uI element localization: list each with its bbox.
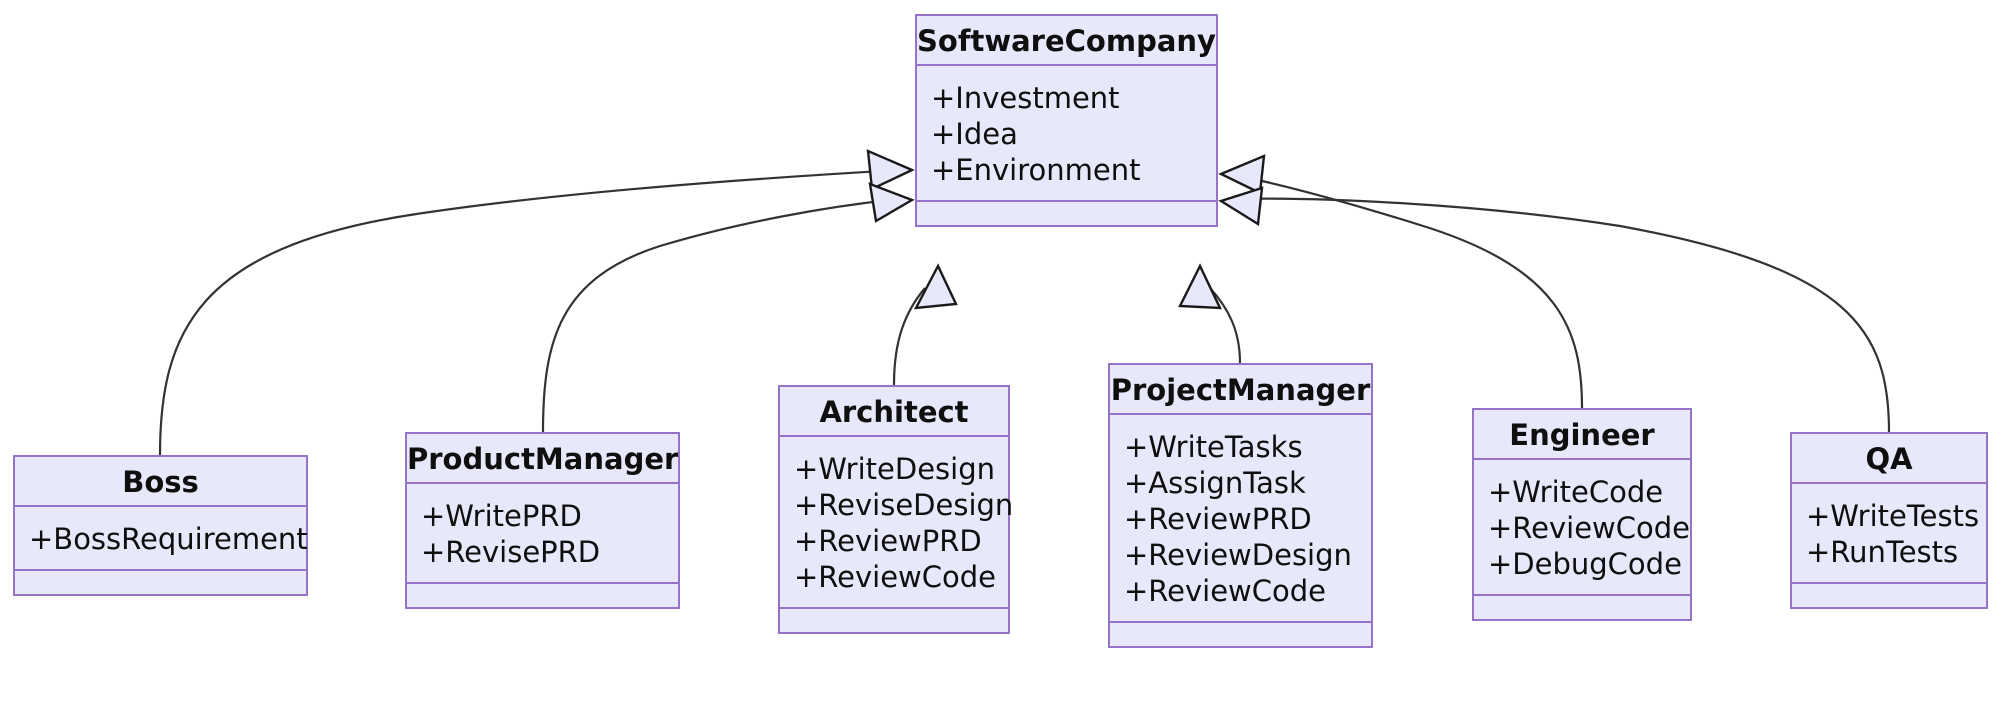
class-attribute: +Idea [931,117,1018,151]
class-title-architect: Architect [780,387,1008,437]
class-methods-boss [15,571,306,594]
class-title-projectmanager: ProjectManager [1110,365,1371,415]
class-attribute: +BossRequirement [29,522,308,556]
class-attribute: +WriteDesign [794,452,995,486]
class-attribute: +ReviewCode [794,560,997,594]
class-attributes-qa: +WriteTests+RunTests [1792,484,1986,584]
class-title-productmanager: ProductManager [407,434,678,484]
uml-class-boss[interactable]: Boss +BossRequirement [13,455,308,596]
class-attribute: +DebugCode [1488,547,1682,581]
class-attribute: +ReviewDesign [1124,538,1352,572]
class-methods-qa [1792,584,1986,607]
class-methods-softwarecompany [917,202,1216,225]
arrowhead-qa [1218,186,1264,227]
class-title-qa: QA [1792,434,1986,484]
class-attribute: +ReviewCode [1488,511,1691,545]
class-title-boss: Boss [15,457,306,507]
class-attributes-projectmanager: +WriteTasks+AssignTask+ReviewPRD+ReviewD… [1110,415,1371,623]
class-attribute: +ReviewPRD [1124,502,1312,536]
class-methods-productmanager [407,584,678,607]
class-attribute: +ReviewPRD [794,524,982,558]
class-attribute: +AssignTask [1124,466,1306,500]
class-attribute: +RunTests [1806,535,1959,569]
class-title-softwarecompany: SoftwareCompany [917,16,1216,66]
class-attributes-engineer: +WriteCode+ReviewCode+DebugCode [1474,460,1690,596]
class-attributes-architect: +WriteDesign+ReviseDesign+ReviewPRD+Revi… [780,437,1014,609]
class-attribute: +WriteTasks [1124,430,1303,464]
class-attribute: +WriteTests [1806,499,1980,533]
class-methods-projectmanager [1110,623,1371,646]
class-attribute: +WritePRD [421,499,582,533]
class-methods-engineer [1474,596,1690,619]
uml-class-productmanager[interactable]: ProductManager+WritePRD+RevisePRD [405,432,680,609]
class-attributes-productmanager: +WritePRD+RevisePRD [407,484,678,584]
uml-class-projectmanager[interactable]: ProjectManager+WriteTasks+AssignTask+Rev… [1108,363,1373,648]
arrowhead-boss [866,149,915,191]
arrowhead-engineer [1218,154,1266,195]
class-attribute: +ReviewCode [1124,574,1327,608]
class-attributes-boss: +BossRequirement [15,507,308,571]
edge-architect-to-softwarecompany [892,287,926,386]
class-attribute: +RevisePRD [421,535,601,569]
uml-class-architect[interactable]: Architect+WriteDesign+ReviseDesign+Revie… [778,385,1014,634]
uml-class-softwarecompany[interactable]: SoftwareCompany+Investment+Idea+Environm… [915,14,1218,227]
class-attributes-softwarecompany: +Investment+Idea+Environment [917,66,1216,202]
arrowhead-projectmanager [1178,263,1222,310]
uml-class-engineer[interactable]: Engineer+WriteCode+ReviewCode+DebugCode [1472,408,1692,621]
class-attribute: +Investment [931,81,1120,115]
class-attribute: +WriteCode [1488,475,1664,509]
class-methods-architect [780,609,1008,632]
class-attribute: +ReviseDesign [794,488,1014,522]
arrowhead-architect [913,263,958,310]
uml-class-qa[interactable]: QA+WriteTests+RunTests [1790,432,1988,609]
arrowhead-productmanager [868,182,915,223]
class-attribute: +Environment [931,153,1141,187]
class-title-engineer: Engineer [1474,410,1690,460]
edge-projectmanager-to-softwarecompany [1209,287,1242,364]
